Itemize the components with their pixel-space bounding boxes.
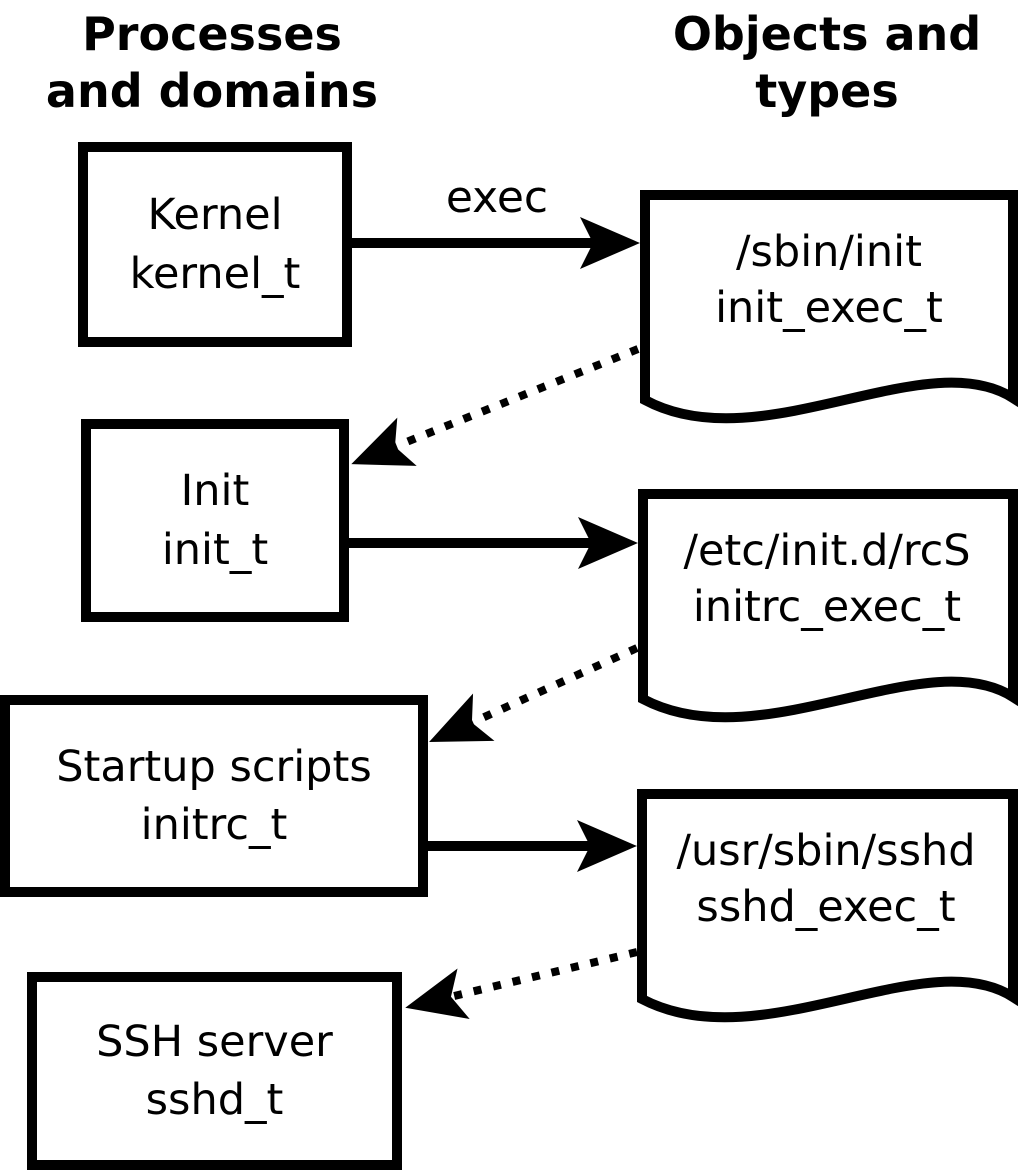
left-column-header-line2: and domains xyxy=(45,64,379,119)
object-path: /etc/init.d/rcS xyxy=(683,525,971,576)
process-box-kernel: Kernel kernel_t xyxy=(78,142,352,347)
process-name: Kernel xyxy=(147,190,283,241)
object-type: initrc_exec_t xyxy=(692,581,962,632)
right-column-header-line2: types xyxy=(755,64,899,119)
transition-arrow-sbin-init-to-init-t xyxy=(351,345,640,466)
document-shape-usr-sbin-sshd xyxy=(637,789,1018,1023)
document-shape-sbin-init xyxy=(640,190,1018,424)
exec-arrow-label: exec xyxy=(445,172,549,223)
process-box-startup-scripts: Startup scripts initrc_t xyxy=(0,695,428,897)
process-box-init: Init init_t xyxy=(81,419,349,622)
object-path: /usr/sbin/sshd xyxy=(676,825,976,876)
object-label-sbin-init: /sbin/init init_exec_t xyxy=(640,195,1018,400)
process-name: Startup scripts xyxy=(56,741,372,792)
document-shape-etc-initd-rcs xyxy=(638,489,1018,723)
object-path: /sbin/init xyxy=(736,226,922,277)
process-name: SSH server xyxy=(96,1016,333,1067)
process-domain: kernel_t xyxy=(129,248,301,299)
object-type: init_exec_t xyxy=(715,282,943,333)
process-domain: sshd_t xyxy=(145,1075,284,1125)
transition-arrow-sshd-to-sshd-t xyxy=(405,948,638,1020)
left-column-header-line1: Processes xyxy=(82,7,342,61)
transition-arrow-rcs-to-initrc-t xyxy=(429,644,639,742)
object-label-usr-sbin-sshd: /usr/sbin/sshd sshd_exec_t xyxy=(637,794,1015,999)
process-domain: init_t xyxy=(161,524,269,575)
right-column-header-line1: Objects and xyxy=(672,7,982,61)
process-box-ssh-server: SSH server sshd_t xyxy=(27,972,402,1170)
right-column-header: Objects and types xyxy=(622,6,1024,120)
object-type: sshd_exec_t xyxy=(696,881,956,932)
left-column-header: Processes and domains xyxy=(7,6,417,120)
process-domain: initrc_t xyxy=(140,800,288,850)
object-label-etc-initd-rcs: /etc/init.d/rcS initrc_exec_t xyxy=(638,494,1016,699)
process-name: Init xyxy=(180,466,250,517)
